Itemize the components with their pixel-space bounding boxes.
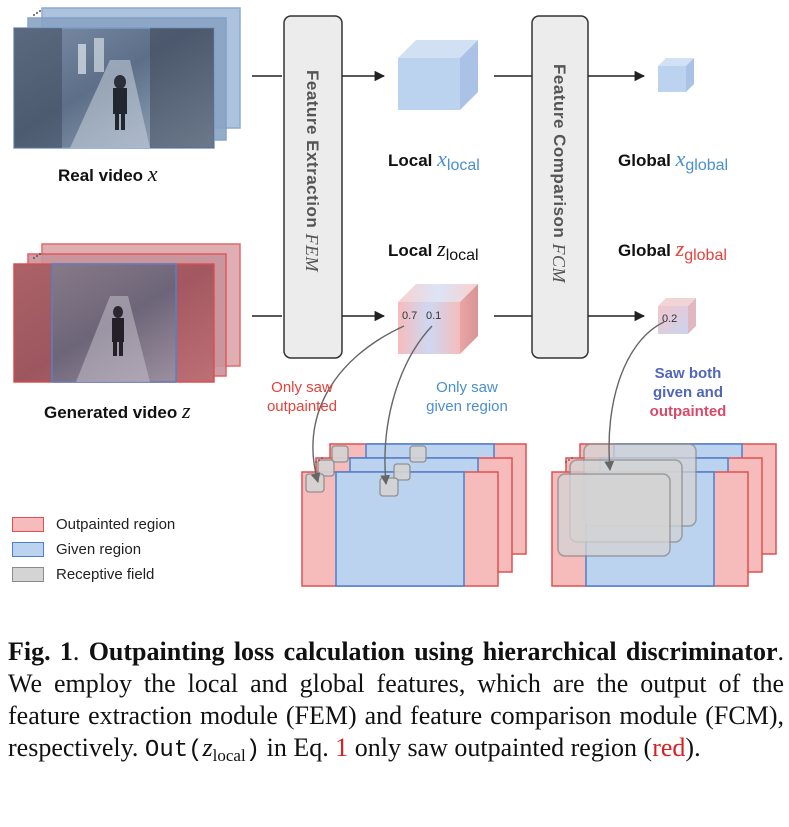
global-x-cube [658,58,694,92]
generated-video-label: Generated video z [44,398,191,423]
caption-eq-link[interactable]: 1 [335,733,349,762]
arrow-local-given [380,325,433,485]
generated-video-stack [13,243,241,383]
global-z-cube [658,298,696,334]
local-z-value-2: 0.1 [426,310,442,322]
diagram: 0.7 0.1 0.2 Real video x Generated video… [12,7,777,587]
legend-given: Given region [12,540,141,558]
fem-module-box [283,15,343,359]
annotation-saw-both: Saw both given and outpainted [649,365,727,420]
global-x-label: Global xglobal [618,146,729,174]
annotation-only-saw-given: Only saw given region [426,379,508,415]
local-z-cube [398,284,478,354]
real-video-label: Real video x [58,161,158,186]
annotation-only-saw-outpainted: Only saw outpainted [266,379,338,415]
figure-caption: Fig. 1. Outpainting loss calculation usi… [8,637,784,765]
real-video-stack [13,7,241,149]
legend-receptive-swatch [12,566,44,582]
local-z-label: Local zlocal [388,236,479,264]
global-z-value: 0.2 [662,313,678,325]
caption-fig-number: Fig. 1 [8,637,73,666]
legend-outpainted: Outpainted region [12,515,175,533]
legend-receptive: Receptive field [12,565,154,583]
fcm-module-box [531,15,589,359]
fem-label: Feature Extraction FEM [302,70,322,272]
local-receptive-illustration [301,443,527,587]
arrow-local-outpainted [310,325,405,483]
legend-given-swatch [12,541,44,557]
arrow-global-both [604,321,665,471]
caption-body: . We employ the local and global feature… [8,637,784,762]
local-x-cube [398,40,478,110]
caption-title: Outpainting loss calculation using hiera… [88,637,778,666]
fcm-label: Feature Comparison FCM [549,64,569,284]
global-z-label: Global zglobal [618,236,727,264]
local-z-value-1: 0.7 [402,310,418,322]
local-x-label: Local xlocal [388,146,480,174]
diagram-graphics [13,7,777,587]
legend-outpainted-swatch [12,516,44,532]
global-receptive-illustration [551,443,777,587]
